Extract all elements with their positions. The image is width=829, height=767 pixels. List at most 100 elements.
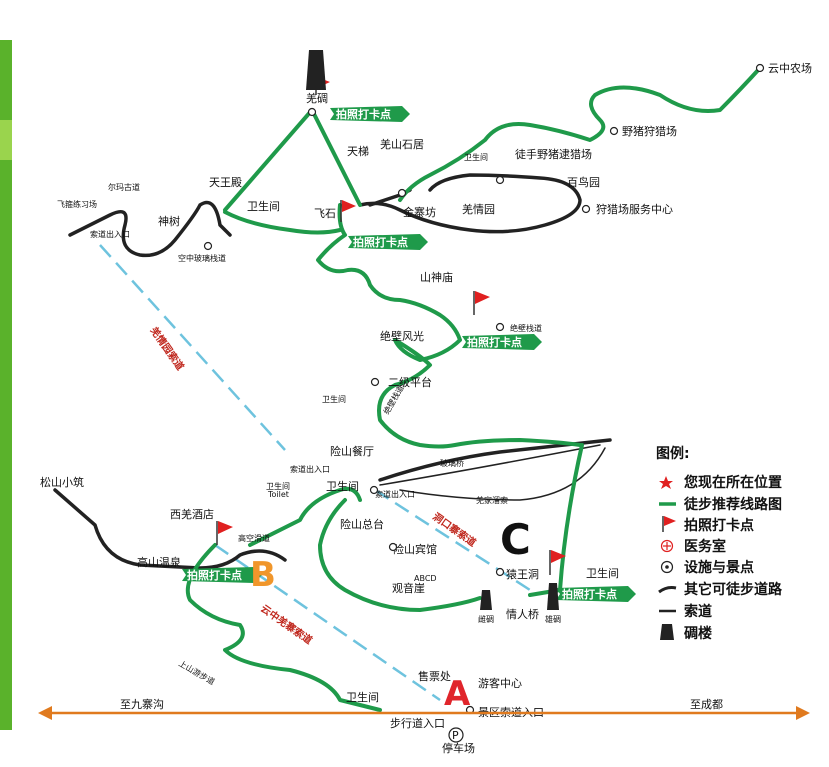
legend-item-label: 拍照打卡点 bbox=[684, 517, 754, 534]
side-bar bbox=[0, 40, 12, 730]
cableway-qiang-garden-line bbox=[99, 244, 286, 451]
toilet-label: 卫生间 bbox=[266, 481, 290, 491]
place-ticket: 售票处 bbox=[418, 669, 451, 683]
marker-c: C bbox=[500, 515, 531, 564]
spot-icons bbox=[203, 63, 765, 715]
cableway-yunzhong-line bbox=[214, 543, 441, 702]
side-bar-light bbox=[0, 120, 12, 160]
place-xianshan-hotel: 险山宾馆 bbox=[393, 542, 437, 556]
place-yuanwang: 猿王洞 bbox=[506, 567, 539, 581]
toilet-label: 卫生间 bbox=[346, 690, 379, 704]
place-yunzhong-farm: 云中农场 bbox=[768, 61, 812, 75]
place-abcd: ABCD bbox=[414, 574, 437, 583]
place-cable-exit-mid: 索道出入口 bbox=[290, 464, 330, 474]
place-female-tower: 雌碉 bbox=[478, 614, 494, 624]
flag-icon bbox=[340, 200, 356, 222]
place-feishi: 飞石 bbox=[314, 207, 336, 220]
toilet-label: 卫生间 bbox=[322, 394, 346, 404]
legend-icon-medical bbox=[660, 539, 674, 553]
place-lover-bridge: 情人桥 bbox=[506, 608, 539, 621]
legend-item-label: 索道 bbox=[684, 603, 712, 620]
place-gaoshan-spring: 高山温泉 bbox=[137, 555, 181, 569]
place-boar-hunting: 野猪狩猎场 bbox=[622, 124, 677, 138]
spot-icon bbox=[369, 485, 379, 495]
spot-icon bbox=[609, 126, 619, 136]
tower-icons bbox=[306, 50, 559, 610]
legend-icon-road bbox=[658, 586, 677, 594]
flag-icon bbox=[473, 291, 490, 315]
parking-glyph: P bbox=[452, 729, 459, 742]
tower-icon bbox=[547, 583, 559, 610]
cableway-labels: 羌情园索道 云中羌寨索道 洞口寨索道 bbox=[148, 324, 479, 647]
toilet-label: 卫生间 bbox=[586, 566, 619, 580]
legend-icon-spot bbox=[660, 560, 674, 574]
checkin-label: 拍照打卡点 bbox=[336, 107, 391, 121]
legend-item-label: 其它可徒步道路 bbox=[684, 581, 783, 598]
place-flying-practice: 飞箍练习场 bbox=[57, 199, 97, 209]
place-gaokong: 高空滑道 bbox=[238, 533, 270, 543]
place-hunting-center: 狩猎场服务中心 bbox=[596, 202, 673, 216]
flag-icon bbox=[216, 521, 233, 545]
spot-icon bbox=[581, 204, 591, 214]
tower-icon bbox=[480, 590, 492, 610]
place-visitor-center: 游客中心 bbox=[478, 676, 522, 690]
place-second-platform: 二级平台 bbox=[388, 375, 432, 389]
place-tianwang: 天王殿 bbox=[209, 176, 242, 189]
other-roads bbox=[53, 173, 612, 570]
direction-chengdu: 至成都 bbox=[690, 698, 723, 711]
legend-item-label: 碉楼 bbox=[684, 625, 712, 642]
place-glass-walk: 空中玻璃栈道 bbox=[178, 253, 226, 263]
checkin-label: 拍照打卡点 bbox=[467, 335, 522, 349]
parking-icon bbox=[448, 727, 464, 743]
place-bainiao: 百鸟园 bbox=[567, 175, 600, 189]
toilet-label: 卫生间 bbox=[247, 199, 280, 213]
spot-icon bbox=[495, 567, 505, 577]
place-qiang-stone: 羌山石居 bbox=[380, 138, 424, 151]
cableway-qiang-garden-label: 羌情园索道 bbox=[148, 324, 187, 372]
toilet-label: 卫生间 bbox=[326, 479, 359, 493]
place-male-tower: 雄碉 bbox=[545, 614, 561, 624]
current-location-marker: A bbox=[444, 674, 471, 714]
direction-arrow bbox=[38, 706, 810, 720]
place-guanyin: 观音崖 bbox=[392, 581, 425, 595]
spot-icon bbox=[370, 377, 380, 387]
cableway-lines bbox=[99, 244, 531, 702]
checkin-label: 拍照打卡点 bbox=[187, 568, 242, 582]
flag-icon bbox=[549, 550, 566, 575]
toilet-labels: 卫生间 卫生间 卫生间 卫生间 卫生间 卫生间 卫生间 bbox=[247, 152, 619, 704]
place-xiqiang-hotel: 西羌酒店 bbox=[170, 507, 214, 521]
place-cliff-wind: 绝壁风光 bbox=[380, 329, 424, 343]
legend: 图例: 您现在所在位置 徒步推荐线路图 拍照打卡点 医务室 设施与景点 其它可徒… bbox=[656, 445, 783, 642]
spot-icon bbox=[307, 107, 317, 117]
place-walk-entrance: 步行道入口 bbox=[390, 716, 445, 730]
direction-jiuzhaigou: 至九寨沟 bbox=[120, 697, 164, 711]
marker-b: B bbox=[250, 555, 276, 595]
place-jinzhai: 金寨坊 bbox=[403, 205, 436, 219]
checkin-label: 拍照打卡点 bbox=[353, 235, 408, 249]
checkin-ribbons: 拍照打卡点 拍照打卡点 拍照打卡点 拍照打卡点 拍照打卡点 bbox=[182, 106, 636, 602]
place-parking: 停车场 bbox=[442, 741, 475, 755]
place-cliff-plank-1: 绝壁栈道 bbox=[510, 323, 542, 333]
tower-icon bbox=[306, 50, 326, 90]
place-tianti: 天梯 bbox=[347, 145, 369, 158]
legend-item-label: 设施与景点 bbox=[684, 559, 754, 576]
legend-item-label: 您现在所在位置 bbox=[684, 474, 782, 491]
spot-icon bbox=[755, 63, 765, 73]
spot-icon bbox=[388, 542, 398, 552]
checkin-label: 拍照打卡点 bbox=[562, 587, 617, 601]
spot-icon bbox=[495, 322, 505, 332]
place-upper-trail: 上山游步道 bbox=[177, 658, 217, 687]
spot-icon bbox=[203, 241, 213, 251]
cableway-dongkou-line bbox=[374, 488, 531, 592]
place-shanshen: 山神庙 bbox=[420, 270, 453, 284]
place-cable-exit-top: 索道出入口 bbox=[90, 229, 130, 239]
spot-icon bbox=[397, 188, 407, 198]
place-capture-boar: 徒手野猪逮猎场 bbox=[515, 147, 592, 161]
place-danger-restaurant: 险山餐厅 bbox=[330, 444, 374, 458]
legend-item-label: 医务室 bbox=[684, 538, 726, 555]
place-cable-exit-2: 索道出入口 bbox=[375, 489, 415, 499]
legend-title: 图例: bbox=[656, 445, 690, 462]
place-xianshan-platform: 险山总台 bbox=[340, 517, 384, 531]
spot-icon bbox=[495, 175, 505, 185]
